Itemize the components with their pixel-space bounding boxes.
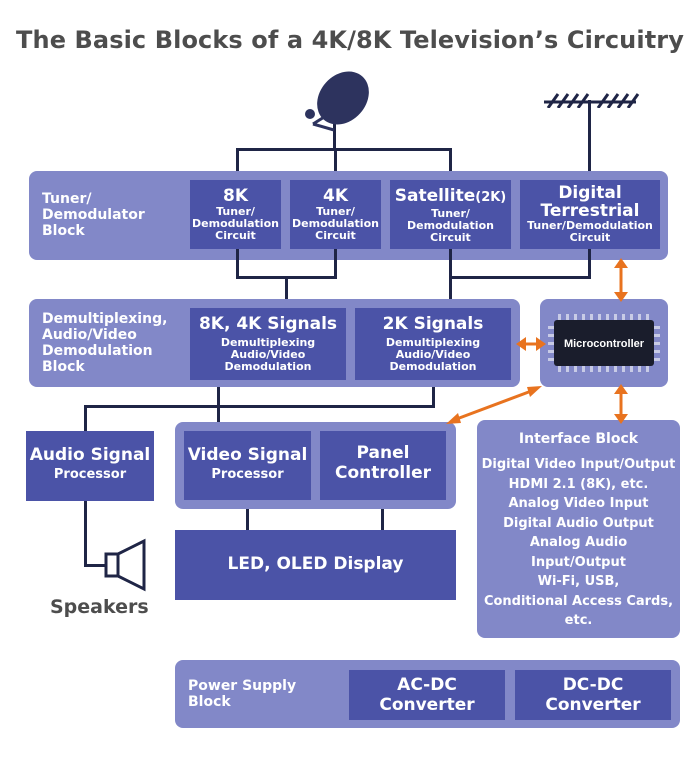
diagram-title: The Basic Blocks of a 4K/8K Television’s… <box>16 26 684 54</box>
tuner-terrestrial-sub: Tuner/Demodulation Circuit <box>527 219 653 244</box>
microcontroller-chip-icon: Microcontroller <box>548 314 660 372</box>
wire-audio-speaker-h <box>84 564 106 567</box>
wire-to-4k <box>334 148 337 182</box>
audio-processor-box: Audio Signal Processor <box>26 431 154 501</box>
wire-demux-right-down <box>432 380 435 407</box>
interface-item: Digital Audio Output <box>503 515 654 531</box>
interface-item: Digital Video Input/Output <box>481 457 676 472</box>
dc-dc-converter-box: DC-DC Converter <box>515 670 671 720</box>
tuner-satellite-sub: Tuner/ Demodulation Circuit <box>407 207 494 244</box>
tuner-8k-sub: Tuner/ Demodulation Circuit <box>192 205 279 242</box>
display-box: LED, OLED Display <box>175 530 456 600</box>
demux-2k-box: 2K Signals Demultiplexing Audio/Video De… <box>355 308 511 380</box>
tuner-8k-box: 8K Tuner/ Demodulation Circuit <box>190 180 281 249</box>
wire-terrestrial-join <box>449 276 591 279</box>
demux-2k-title: 2K Signals <box>382 314 484 334</box>
video-processor-title: Video Signal <box>187 445 308 465</box>
ac-dc-converter-title: AC-DC Converter <box>379 675 475 715</box>
tuner-satellite-title: Satellite(2K) <box>390 186 511 208</box>
arrow-microcontroller-video <box>446 386 542 424</box>
tuner-8k-title: 8K <box>222 186 248 206</box>
dish-feed-wire <box>333 120 336 150</box>
demux-8k4k-title: 8K, 4K Signals <box>198 314 338 334</box>
audio-processor-title: Audio Signal <box>29 445 151 465</box>
interface-item: Analog Audio Input/Output <box>529 535 628 570</box>
tuner-block-label: Tuner/ Demodulator Block <box>42 191 145 239</box>
tuner-4k-title: 4K <box>322 186 348 206</box>
wire-video-display <box>246 509 249 531</box>
interface-title: Interface Block <box>518 431 639 447</box>
demux-8k4k-box: 8K, 4K Signals Demultiplexing Audio/Vide… <box>190 308 346 380</box>
demux-block-label: Demultiplexing, Audio/Video Demodulation… <box>42 311 168 375</box>
wire-to-audio <box>84 405 87 431</box>
arrow-demux-microcontroller <box>516 337 546 351</box>
audio-processor-sub: Processor <box>53 467 127 482</box>
panel-controller-box: Panel Controller <box>320 431 446 500</box>
dc-dc-converter-title: DC-DC Converter <box>545 675 641 715</box>
display-title: LED, OLED Display <box>227 554 404 574</box>
interface-item: Analog Video Input <box>508 496 649 511</box>
video-processor-box: Video Signal Processor <box>184 431 311 500</box>
tuner-satellite-title-suffix: (2K) <box>475 190 507 205</box>
panel-controller-title: Panel Controller <box>334 443 431 483</box>
tuner-satellite-title-text: Satellite <box>394 186 476 206</box>
wire-8k4k-to-demux <box>285 276 288 310</box>
interface-item: HDMI 2.1 (8K), etc. <box>508 476 649 492</box>
interface-block: Interface Block Digital Video Input/Outp… <box>477 420 680 638</box>
wire-4k-down <box>334 249 337 278</box>
interface-item: etc. <box>564 613 593 628</box>
interface-item: Wi-Fi, USB, <box>537 574 620 589</box>
wire-to-satellite <box>449 148 452 182</box>
video-processor-sub: Processor <box>211 467 284 482</box>
tuner-4k-box: 4K Tuner/ Demodulation Circuit <box>290 180 381 249</box>
wire-to-8k <box>236 148 239 182</box>
wire-audio-speaker-v <box>84 500 87 566</box>
satellite-dish-icon <box>305 71 369 132</box>
tuner-input-bus <box>236 148 452 151</box>
antenna-icon <box>544 93 640 108</box>
wire-sat-down <box>449 249 452 310</box>
wire-8k-down <box>236 249 239 278</box>
wire-terrestrial-down <box>588 249 591 278</box>
wire-panel-display <box>381 509 384 531</box>
demux-2k-sub: Demultiplexing Audio/Video Demodulation <box>385 336 481 373</box>
arrow-tuner-microcontroller <box>614 258 628 302</box>
speaker-icon <box>104 538 146 592</box>
interface-item: Conditional Access Cards, <box>483 593 674 609</box>
tuner-4k-sub: Tuner/ Demodulation Circuit <box>292 205 379 242</box>
microcontroller-label: Microcontroller <box>564 338 645 350</box>
wire-audio-bus <box>84 405 435 408</box>
demux-8k4k-sub: Demultiplexing Audio/Video Demodulation <box>220 336 316 373</box>
tuner-satellite-box: Satellite(2K) Tuner/ Demodulation Circui… <box>390 180 511 249</box>
tuner-terrestrial-box: Digital Terrestrial Tuner/Demodulation C… <box>520 180 660 249</box>
arrow-microcontroller-interface <box>614 384 628 424</box>
tuner-terrestrial-title: Digital Terrestrial <box>540 183 640 221</box>
wire-demux-left-down <box>217 380 220 426</box>
speakers-label: Speakers <box>50 596 149 618</box>
power-block-label: Power Supply Block <box>188 678 297 710</box>
ac-dc-converter-box: AC-DC Converter <box>349 670 505 720</box>
antenna-mast-wire <box>588 100 591 182</box>
